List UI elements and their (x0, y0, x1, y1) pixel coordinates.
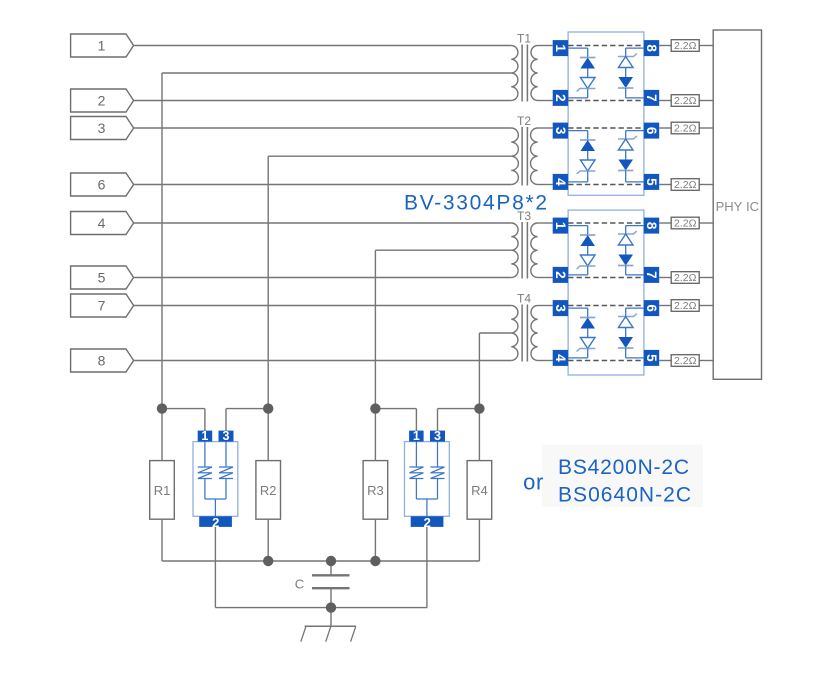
svg-text:5: 5 (644, 178, 659, 186)
svg-text:3: 3 (223, 429, 230, 443)
svg-text:or: or (523, 470, 544, 495)
svg-text:T4: T4 (517, 292, 531, 306)
svg-text:BS0640N-2C: BS0640N-2C (558, 484, 691, 507)
svg-text:7: 7 (98, 298, 106, 314)
svg-text:R1: R1 (154, 483, 171, 498)
svg-text:2: 2 (553, 94, 568, 102)
svg-text:4: 4 (98, 215, 106, 231)
svg-text:R2: R2 (260, 483, 277, 498)
svg-text:5: 5 (644, 354, 659, 362)
svg-text:BV-3304P8*2: BV-3304P8*2 (404, 192, 547, 215)
svg-text:8: 8 (644, 222, 659, 230)
svg-text:1: 1 (413, 429, 420, 443)
svg-text:8: 8 (98, 353, 106, 369)
svg-text:2: 2 (212, 515, 219, 530)
svg-text:8: 8 (644, 44, 659, 52)
svg-text:2.2Ω: 2.2Ω (674, 300, 697, 312)
svg-text:2.2Ω: 2.2Ω (674, 40, 697, 52)
svg-text:R4: R4 (471, 483, 488, 498)
svg-text:6: 6 (98, 177, 106, 193)
svg-text:C: C (295, 577, 304, 592)
svg-text:BS4200N-2C: BS4200N-2C (558, 456, 689, 479)
svg-text:1: 1 (553, 222, 568, 230)
svg-text:1: 1 (98, 38, 106, 54)
svg-text:2.2Ω: 2.2Ω (674, 123, 697, 135)
svg-text:4: 4 (553, 178, 568, 186)
svg-text:6: 6 (644, 304, 659, 312)
svg-text:PHY IC: PHY IC (716, 199, 759, 214)
svg-text:2.2Ω: 2.2Ω (674, 355, 697, 367)
svg-text:1: 1 (553, 44, 568, 52)
svg-text:3: 3 (553, 304, 568, 312)
svg-text:7: 7 (644, 271, 659, 279)
svg-text:7: 7 (644, 94, 659, 102)
svg-text:2.2Ω: 2.2Ω (674, 218, 697, 230)
svg-text:2: 2 (424, 515, 431, 530)
svg-text:T3: T3 (517, 209, 531, 223)
svg-text:3: 3 (553, 127, 568, 135)
svg-text:2.2Ω: 2.2Ω (674, 95, 697, 107)
svg-text:R3: R3 (367, 483, 384, 498)
svg-text:3: 3 (98, 120, 106, 136)
svg-text:T1: T1 (517, 32, 531, 46)
svg-text:2: 2 (553, 271, 568, 279)
svg-text:5: 5 (98, 270, 106, 286)
svg-text:4: 4 (553, 354, 568, 362)
svg-text:6: 6 (644, 127, 659, 135)
svg-text:2: 2 (98, 93, 106, 109)
svg-text:1: 1 (201, 429, 208, 443)
svg-text:2.2Ω: 2.2Ω (674, 272, 697, 284)
svg-text:3: 3 (434, 429, 441, 443)
svg-text:T2: T2 (517, 114, 531, 128)
svg-text:2.2Ω: 2.2Ω (674, 179, 697, 191)
